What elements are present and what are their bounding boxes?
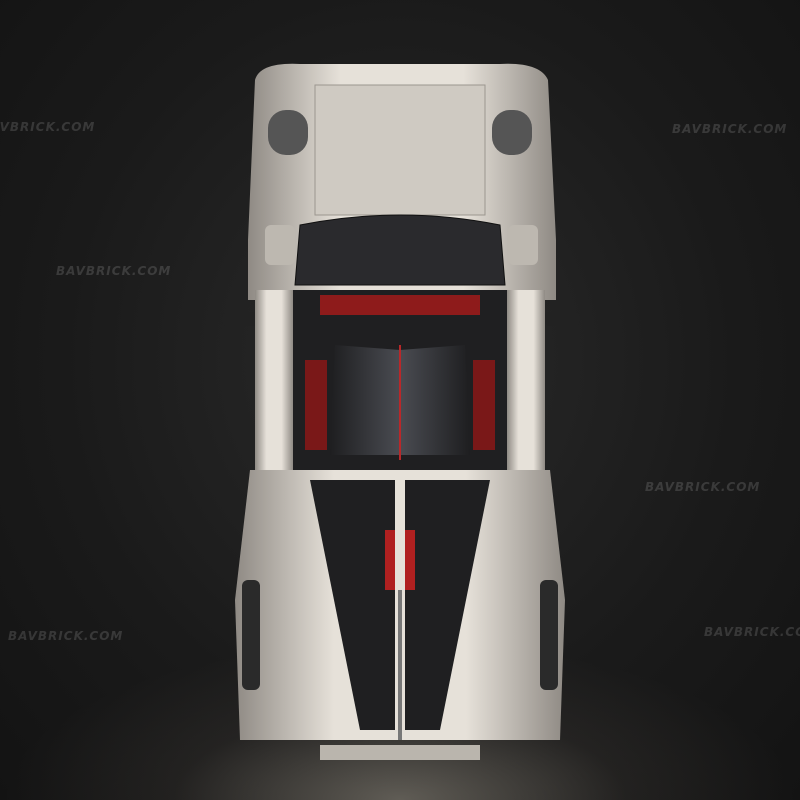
windshield [294, 214, 506, 286]
left-mirror [222, 312, 258, 326]
watermark-text: BAVBRICK.COM [8, 629, 124, 643]
watermark-text: BAVBRICK.COM [704, 625, 800, 639]
right-rear-wheel [540, 580, 558, 690]
watermark-text: BAVBRICK.COM [672, 122, 788, 136]
watermark-text: BAVBRICK.COM [56, 264, 172, 278]
left-rear-wheel [242, 580, 260, 690]
rear-section [235, 470, 565, 760]
right-mirror [544, 312, 580, 326]
watermark-text: BAVBRICK.COM [0, 120, 96, 134]
watermark-text: BAVBRICK.COM [645, 480, 761, 494]
cockpit-chassis [255, 290, 545, 470]
